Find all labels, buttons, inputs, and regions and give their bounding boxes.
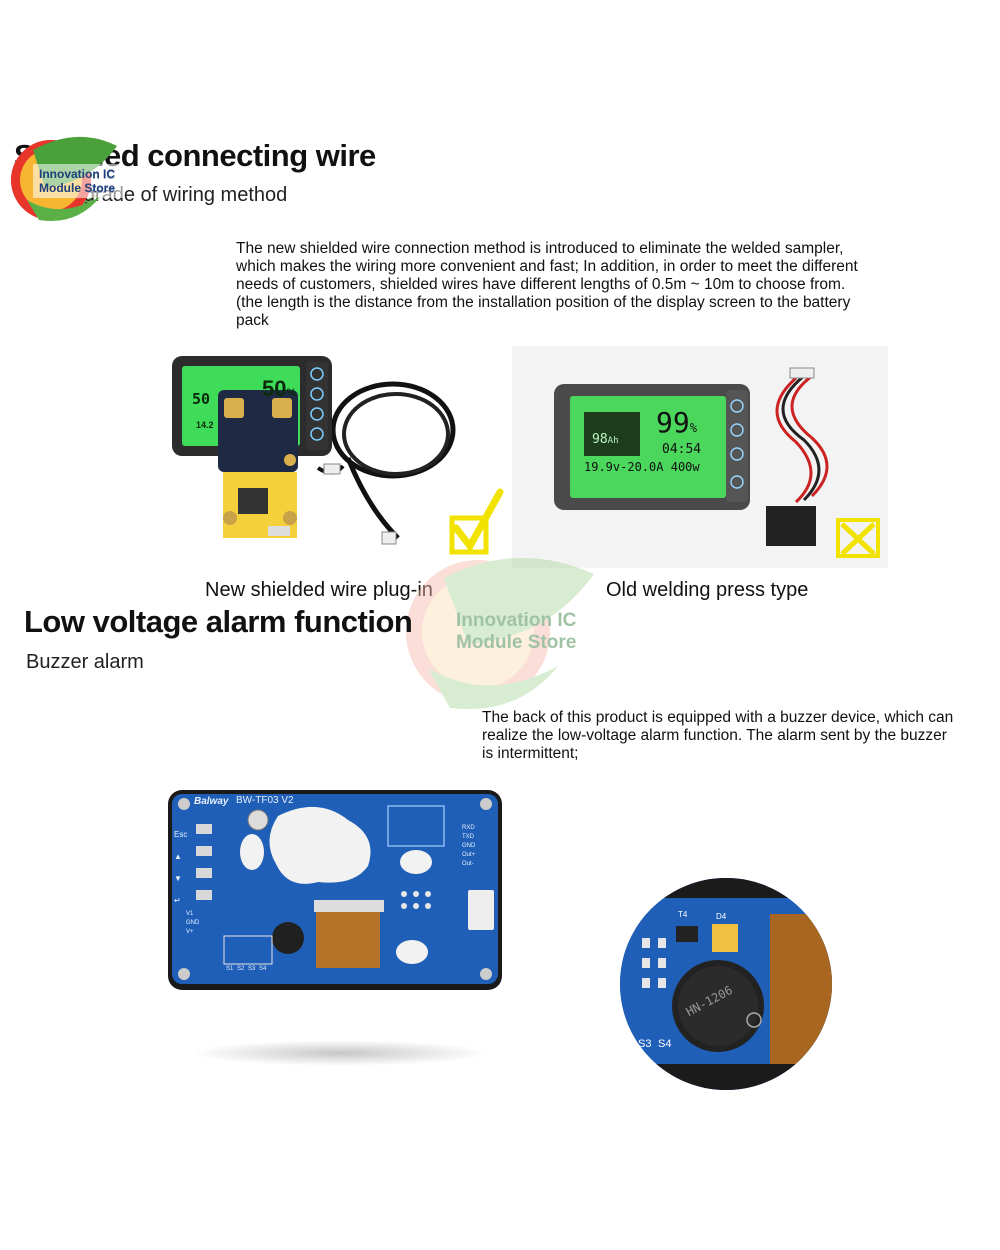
section2-subtitle: Buzzer alarm — [26, 651, 144, 673]
pcb-button-label: Esc — [174, 830, 188, 839]
pcb-switch-label: S4 — [259, 966, 267, 972]
pcb-back-image: Balway BW-TF03 V2 Esc ▲ ▼ ↵ RXD TXD GND … — [168, 790, 502, 990]
buzzer-zoom-image: HN-1206 T4 D4 S3 S4 — [620, 878, 832, 1090]
zoom-label-t4: T4 — [678, 910, 688, 919]
new-display-percent: 50% — [262, 376, 296, 402]
paragraph-line: needs of customers, shielded wires have … — [236, 276, 846, 293]
section2-paragraph: The back of this product is equipped wit… — [482, 709, 987, 763]
zoom-label-s3: S3 — [638, 1038, 652, 1050]
caption-new-shielded: New shielded wire plug-in — [205, 579, 433, 601]
pcb-pin-label: TXD — [462, 834, 474, 840]
new-shielded-wire-image: 50 50% 14.2 — [168, 348, 468, 548]
pcb-power-label: GND — [186, 920, 200, 926]
pcb-switch-label: S2 — [237, 966, 245, 972]
watermark-text-line1: Innovation IC — [456, 610, 577, 631]
old-display-percent: 99% — [656, 406, 697, 439]
new-display-left-value: 50 — [192, 390, 211, 408]
logo-overlay-line1: Innovation IC — [39, 167, 115, 181]
paragraph-line: (the length is the distance from the ins… — [236, 294, 851, 311]
pcb-shadow — [190, 1040, 490, 1066]
pcb-header-pins: RXD TXD GND Out+ Out- — [462, 824, 475, 869]
pcb-power-pins: V1 GND V+ — [186, 910, 199, 937]
old-display-power: 400w — [670, 460, 700, 474]
pcb-power-label: V+ — [186, 929, 194, 935]
old-display-time: 04:54 — [662, 442, 702, 457]
zoom-label-s4: S4 — [658, 1038, 672, 1050]
watermark-logo: Innovation IC Module Store — [398, 548, 608, 712]
pcb-switch-label: S3 — [248, 966, 256, 972]
pcb-button-label: ↵ — [174, 896, 181, 905]
old-welding-press-image: 98Ah 99% 04:54 19.9v-20.0A 400w — [512, 346, 888, 568]
paragraph-line: pack — [236, 312, 269, 329]
pcb-button-label: ▲ — [174, 852, 182, 861]
pcb-power-label: V1 — [186, 911, 194, 917]
section2-title: Low voltage alarm function — [24, 604, 413, 639]
new-display-small-value: 14.2 — [196, 420, 214, 430]
watermark-text-line2: Module Store — [456, 632, 577, 653]
cross-icon — [836, 518, 880, 558]
check-icon — [448, 488, 504, 556]
new-display-percent-value: 50 — [262, 376, 287, 401]
logo-overlay-line2: Module Store — [39, 181, 116, 195]
section1-paragraph: The new shielded wire connection method … — [236, 240, 916, 330]
old-display-voltage: 19.9v — [584, 460, 621, 474]
pcb-pin-label: Out- — [462, 861, 474, 867]
old-display-readings: 19.9v-20.0A 400w — [584, 460, 700, 474]
new-display-percent-unit: % — [286, 387, 297, 399]
pcb-pin-label: Out+ — [462, 852, 476, 858]
paragraph-line: The back of this product is equipped wit… — [482, 709, 954, 726]
pcb-switch-labels: S1 S2 S3 S4 — [226, 966, 266, 972]
caption-old-welding: Old welding press type — [606, 579, 809, 601]
old-display-capacity-value: 98 — [592, 432, 608, 447]
paragraph-line: is intermittent; — [482, 745, 579, 762]
pcb-pin-label: GND — [462, 843, 476, 849]
pcb-model: BW-TF03 V2 — [236, 795, 294, 806]
old-display-current: -20.0A — [620, 460, 664, 474]
pcb-button-label: ▼ — [174, 874, 182, 883]
zoom-label-d4: D4 — [716, 912, 727, 921]
paragraph-line: The new shielded wire connection method … — [236, 240, 844, 257]
old-display-percent-unit: % — [689, 421, 697, 435]
paragraph-line: realize the low-voltage alarm function. … — [482, 727, 947, 744]
pcb-brand: Balway — [194, 796, 229, 807]
old-display-capacity-unit: Ah — [607, 436, 619, 446]
pcb-switch-label: S1 — [226, 966, 234, 972]
logo-overlay: Innovation IC Module Store — [5, 128, 123, 228]
paragraph-line: which makes the wiring more convenient a… — [236, 258, 858, 275]
old-display-capacity: 98Ah — [592, 432, 619, 447]
pcb-button-labels: Esc ▲ ▼ ↵ — [174, 824, 187, 912]
old-display-percent-value: 99 — [656, 406, 690, 439]
pcb-pin-label: RXD — [462, 825, 475, 831]
